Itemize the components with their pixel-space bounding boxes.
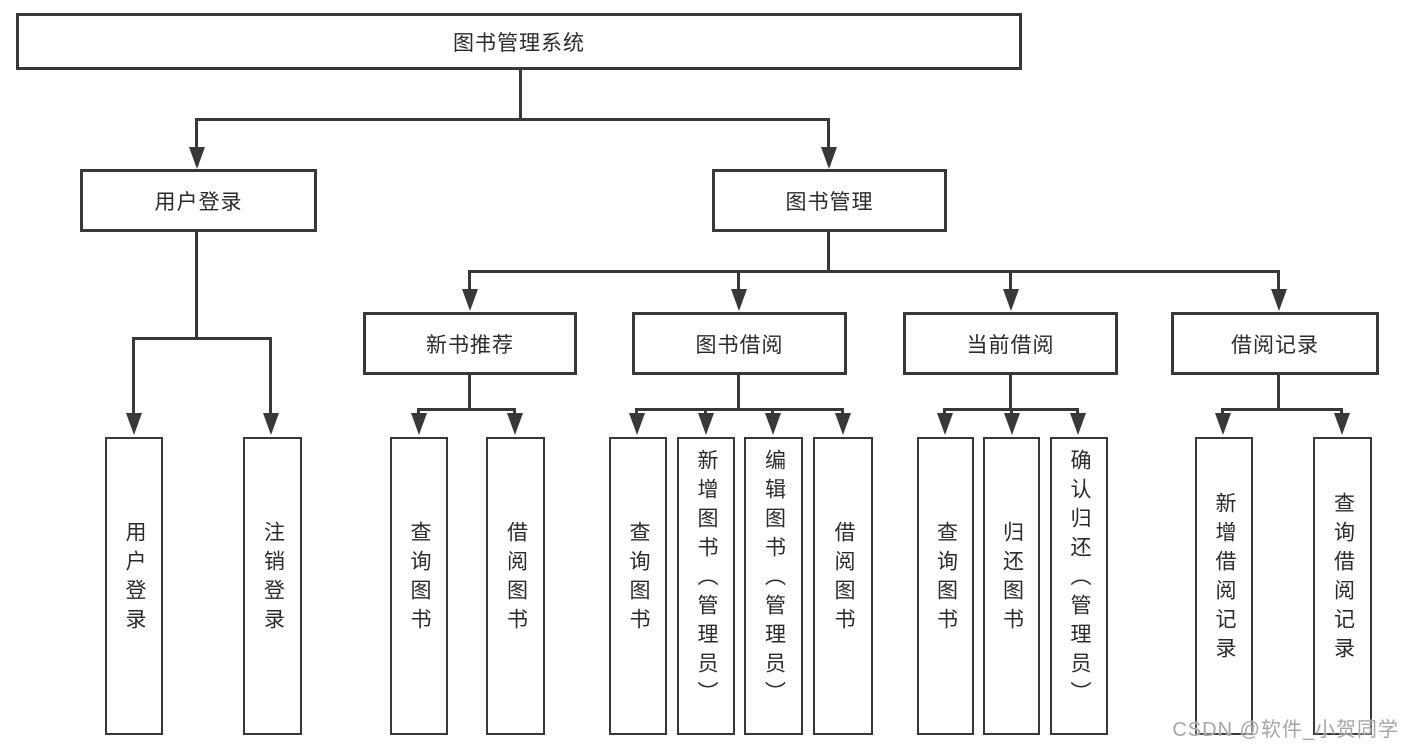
connector-drop-user-login (195, 118, 198, 150)
leaf-return-books-label: 归还图书 (1000, 521, 1024, 637)
leaf-add-book-admin-label: 新增图书（管理员） (695, 448, 719, 710)
node-user-login-label: 用户登录 (154, 190, 243, 214)
connector-book-borrow-stub (737, 375, 740, 408)
connector-user-login-branch (132, 337, 272, 340)
leaf-query-borrow-record: 查询借阅记录 (1313, 437, 1372, 735)
arrow-down-icon (821, 147, 837, 169)
connector-drop-current-borrow (1009, 270, 1012, 291)
connector-drop-leaf (1010, 408, 1013, 416)
arrow-down-icon (698, 413, 714, 435)
leaf-confirm-return-admin: 确认归还（管理员） (1050, 437, 1108, 735)
connector-drop-leaf-user-login (132, 337, 135, 415)
arrow-down-icon (1271, 289, 1287, 311)
connector-drop-leaf-logout (269, 337, 272, 415)
leaf-user-login-label: 用户登录 (123, 521, 147, 637)
leaf-edit-book-admin-label: 编辑图书（管理员） (762, 448, 786, 710)
arrow-down-icon (1215, 413, 1231, 435)
connector-drop-leaf (943, 408, 946, 416)
leaf-query-borrow-record-label: 查询借阅记录 (1331, 492, 1355, 666)
node-book-management: 图书管理 (712, 169, 947, 232)
connector-drop-leaf (704, 408, 707, 416)
connector-drop-leaf (513, 408, 516, 416)
leaf-borrow-books-recommend: 借阅图书 (486, 437, 545, 735)
leaf-query-books-recommend-label: 查询图书 (408, 521, 432, 637)
connector-book-borrow-branch (635, 408, 844, 411)
connector-level2-branch (195, 118, 830, 121)
connector-drop-book-management (827, 118, 830, 150)
connector-current-borrow-stub (1009, 375, 1012, 408)
connector-drop-leaf (1221, 408, 1224, 416)
arrow-down-icon (411, 413, 427, 435)
connector-drop-book-borrow (737, 270, 740, 291)
connector-drop-leaf (771, 408, 774, 416)
leaf-query-books-borrow-label: 查询图书 (627, 521, 651, 637)
node-book-borrow-label: 图书借阅 (695, 333, 784, 357)
node-borrow-records-label: 借阅记录 (1231, 333, 1319, 357)
arrow-down-icon (937, 413, 953, 435)
watermark: CSDN @软件_小贺同学 (1172, 719, 1399, 741)
arrow-down-icon (1004, 413, 1020, 435)
node-borrow-records: 借阅记录 (1171, 312, 1379, 375)
connector-user-login-stub (195, 232, 198, 337)
leaf-edit-book-admin: 编辑图书（管理员） (744, 437, 803, 735)
node-current-borrow-label: 当前借阅 (966, 333, 1055, 357)
arrow-down-icon (126, 413, 142, 435)
arrow-down-icon (765, 413, 781, 435)
leaf-user-login: 用户登录 (105, 437, 163, 735)
arrow-down-icon (835, 413, 851, 435)
arrow-down-icon (507, 413, 523, 435)
leaf-add-borrow-record-label: 新增借阅记录 (1213, 492, 1237, 666)
leaf-query-books-recommend: 查询图书 (390, 437, 448, 735)
arrow-down-icon (1003, 289, 1019, 311)
node-root: 图书管理系统 (16, 13, 1022, 70)
arrow-down-icon (629, 413, 645, 435)
arrow-down-icon (263, 413, 279, 435)
leaf-borrow-books-recommend-label: 借阅图书 (504, 521, 528, 637)
connector-drop-leaf (1340, 408, 1343, 416)
leaf-logout: 注销登录 (243, 437, 302, 735)
node-new-book-recommend: 新书推荐 (363, 312, 577, 375)
leaf-logout-label: 注销登录 (261, 521, 285, 637)
leaf-add-book-admin: 新增图书（管理员） (677, 437, 735, 735)
arrow-down-icon (1070, 413, 1086, 435)
connector-new-book-recommend-branch (417, 408, 516, 411)
connector-drop-borrow-records (1277, 270, 1280, 291)
arrow-down-icon (189, 147, 205, 169)
connector-drop-leaf (635, 408, 638, 416)
node-root-label: 图书管理系统 (453, 31, 585, 55)
connector-root-stub (519, 70, 522, 118)
leaf-return-books: 归还图书 (983, 437, 1040, 735)
node-book-management-label: 图书管理 (785, 190, 874, 214)
connector-borrow-records-stub (1277, 375, 1280, 408)
node-book-borrow: 图书借阅 (632, 312, 847, 375)
connector-drop-leaf (417, 408, 420, 416)
node-current-borrow: 当前借阅 (903, 312, 1118, 375)
connector-book-management-stub (827, 232, 830, 270)
leaf-query-books-borrow: 查询图书 (609, 437, 667, 735)
leaf-borrow-books-borrow: 借阅图书 (813, 437, 873, 735)
leaf-query-books-current: 查询图书 (917, 437, 974, 735)
node-new-book-recommend-label: 新书推荐 (426, 333, 514, 357)
leaf-confirm-return-admin-label: 确认归还（管理员） (1068, 448, 1092, 710)
connector-level3-branch (468, 270, 1280, 273)
connector-drop-leaf (841, 408, 844, 416)
connector-drop-leaf (1076, 408, 1079, 416)
arrow-down-icon (731, 289, 747, 311)
connector-new-book-recommend-stub (468, 375, 471, 408)
arrow-down-icon (1334, 413, 1350, 435)
node-user-login: 用户登录 (80, 169, 317, 232)
leaf-add-borrow-record: 新增借阅记录 (1195, 437, 1253, 735)
leaf-borrow-books-borrow-label: 借阅图书 (832, 521, 856, 637)
connector-borrow-records-branch (1221, 408, 1343, 411)
connector-drop-new-book-recommend (468, 270, 471, 291)
arrow-down-icon (462, 289, 478, 311)
leaf-query-books-current-label: 查询图书 (934, 521, 958, 637)
